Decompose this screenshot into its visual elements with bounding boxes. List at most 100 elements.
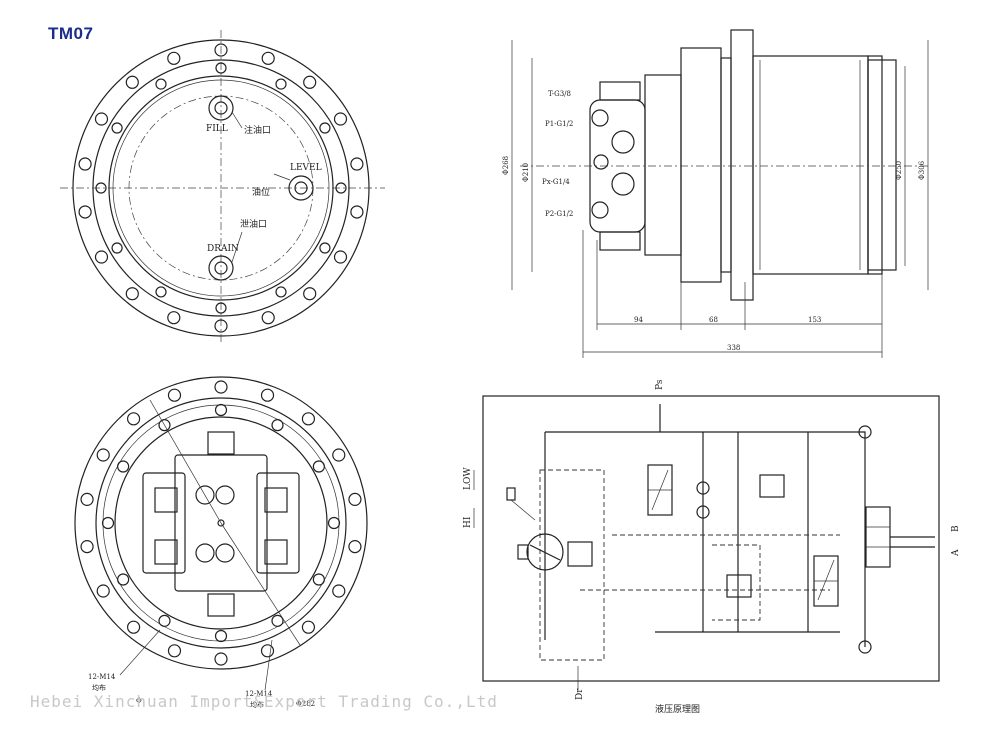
inner-bolt-hole — [95, 182, 107, 194]
drain-label: DRAIN — [207, 244, 239, 254]
fill-label: FILL — [206, 124, 228, 134]
outer-bolt-hole — [78, 157, 92, 171]
outer-bolt-hole — [333, 250, 348, 264]
inner-bolt-hole — [111, 122, 123, 134]
dim-250: Φ250 — [895, 161, 903, 180]
hydraulic-schematic: Ps HI LOW Dr A B 液压原理图 — [463, 379, 961, 715]
outer-bolt-hole — [350, 157, 364, 171]
level-label-cn: 油位 — [252, 186, 270, 198]
outer-bolt-hole — [125, 287, 139, 301]
rear-inner-bolt-hole — [312, 573, 325, 586]
port-t: T-G3/8 — [548, 90, 571, 98]
pcd-right: Φ282 — [296, 700, 315, 708]
rear-inner-bolt-hole — [117, 573, 130, 586]
outer-bolt-holes — [78, 43, 364, 333]
rear-inner-bolt-hole — [214, 629, 228, 643]
rear-inner-bolt-hole — [158, 614, 171, 627]
outer-bolt-hole — [94, 112, 109, 126]
rear-inner-bolt-hole — [271, 419, 284, 432]
rear-bolt-hole — [301, 620, 316, 634]
outer-bolt-hole — [167, 51, 181, 65]
outer-bolt-hole — [94, 250, 109, 264]
outer-bolt-hole — [350, 205, 364, 219]
rear-bolt-hole — [348, 492, 362, 506]
level-label: LEVEL — [290, 163, 322, 173]
outer-bolt-hole — [78, 205, 92, 219]
outer-bolt-hole — [333, 112, 348, 126]
port-px: Px-G1/4 — [542, 178, 570, 186]
rear-bolt-holes — [80, 380, 362, 666]
rear-inner-bolt-hole — [271, 614, 284, 627]
inner-bolt-hole — [319, 242, 331, 254]
dim-306: Φ306 — [918, 160, 926, 180]
rear-view: 12-M14 均布 Φ 12-M14 均布 Φ282 — [74, 376, 368, 709]
side-view: T-G3/8 P1-G1/2 Px-G1/4 P2-G1/2 Φ268 Φ210… — [502, 29, 930, 358]
inner-bolt-hole — [319, 122, 331, 134]
port-b: B — [951, 525, 961, 532]
dim-94: 94 — [634, 316, 643, 324]
outer-bolt-hole — [303, 75, 317, 89]
outer-bolt-hole — [261, 311, 275, 325]
schematic-caption: 液压原理图 — [655, 703, 700, 715]
rear-bolt-hole — [332, 448, 346, 462]
dim-210: Φ210 — [522, 163, 530, 182]
low-label: LOW — [463, 467, 473, 490]
bolt-spec-right-cn: 均布 — [250, 700, 264, 709]
dim-68: 68 — [709, 316, 718, 324]
rear-inner-bolt-hole — [214, 403, 228, 417]
outer-bolt-hole — [214, 43, 228, 57]
hi-label: HI — [463, 516, 473, 528]
rear-bolt-hole — [80, 540, 94, 554]
rear-bolt-hole — [332, 584, 346, 598]
outer-bolt-hole — [125, 75, 139, 89]
outer-bolt-hole — [303, 287, 317, 301]
inner-bolt-hole — [155, 286, 167, 298]
rear-bolt-hole — [214, 380, 228, 394]
rear-inner-bolt-hole — [327, 516, 341, 530]
rear-bolt-hole — [260, 388, 275, 402]
port-ps: Ps — [655, 379, 665, 390]
rear-inner-bolt-hole — [101, 516, 115, 530]
rear-inner-bolt-hole — [158, 419, 171, 432]
bolt-spec-left: 12-M14 — [88, 673, 116, 681]
inner-bolt-holes — [95, 62, 347, 314]
inner-bolt-hole — [215, 62, 227, 74]
rear-bolt-hole — [260, 644, 275, 658]
inner-bolt-hole — [275, 286, 287, 298]
rear-bolt-hole — [167, 388, 182, 402]
dim-153: 153 — [808, 316, 821, 324]
fill-label-cn: 注油口 — [244, 124, 271, 136]
port-dr: Dr — [575, 688, 585, 700]
rear-bolt-hole — [126, 412, 141, 426]
outer-bolt-hole — [261, 51, 275, 65]
rear-inner-bolt-hole — [117, 460, 130, 473]
inner-bolt-hole — [155, 78, 167, 90]
dim-268: Φ268 — [502, 156, 510, 175]
inner-bolt-hole — [215, 302, 227, 314]
front-view: FILL 注油口 LEVEL 油位 泄油口 DRAIN — [60, 30, 385, 345]
rear-bolt-hole — [126, 620, 141, 634]
rear-bolt-hole — [214, 652, 228, 666]
port-p1: P1-G1/2 — [545, 120, 573, 128]
drain-label-cn: 泄油口 — [240, 218, 267, 230]
inner-bolt-hole — [111, 242, 123, 254]
rear-bolt-hole — [96, 448, 110, 462]
pcd-left: Φ — [136, 697, 142, 705]
bolt-spec-left-cn: 均布 — [92, 683, 106, 692]
rear-bolt-hole — [348, 540, 362, 554]
rear-bolt-hole — [167, 644, 182, 658]
rear-bolt-hole — [80, 492, 94, 506]
rear-inner-bolt-hole — [312, 460, 325, 473]
outer-bolt-hole — [167, 311, 181, 325]
port-p2: P2-G1/2 — [545, 210, 573, 218]
watermark-text: Hebei Xinchuan Import&Export Trading Co.… — [30, 692, 498, 711]
rear-bolt-hole — [301, 412, 316, 426]
port-a: A — [951, 549, 961, 557]
outer-bolt-hole — [214, 319, 228, 333]
dim-338: 338 — [727, 344, 740, 352]
bolt-spec-right: 12-M14 — [245, 690, 273, 698]
rear-bolt-hole — [96, 584, 110, 598]
inner-bolt-hole — [275, 78, 287, 90]
inner-bolt-hole — [335, 182, 347, 194]
